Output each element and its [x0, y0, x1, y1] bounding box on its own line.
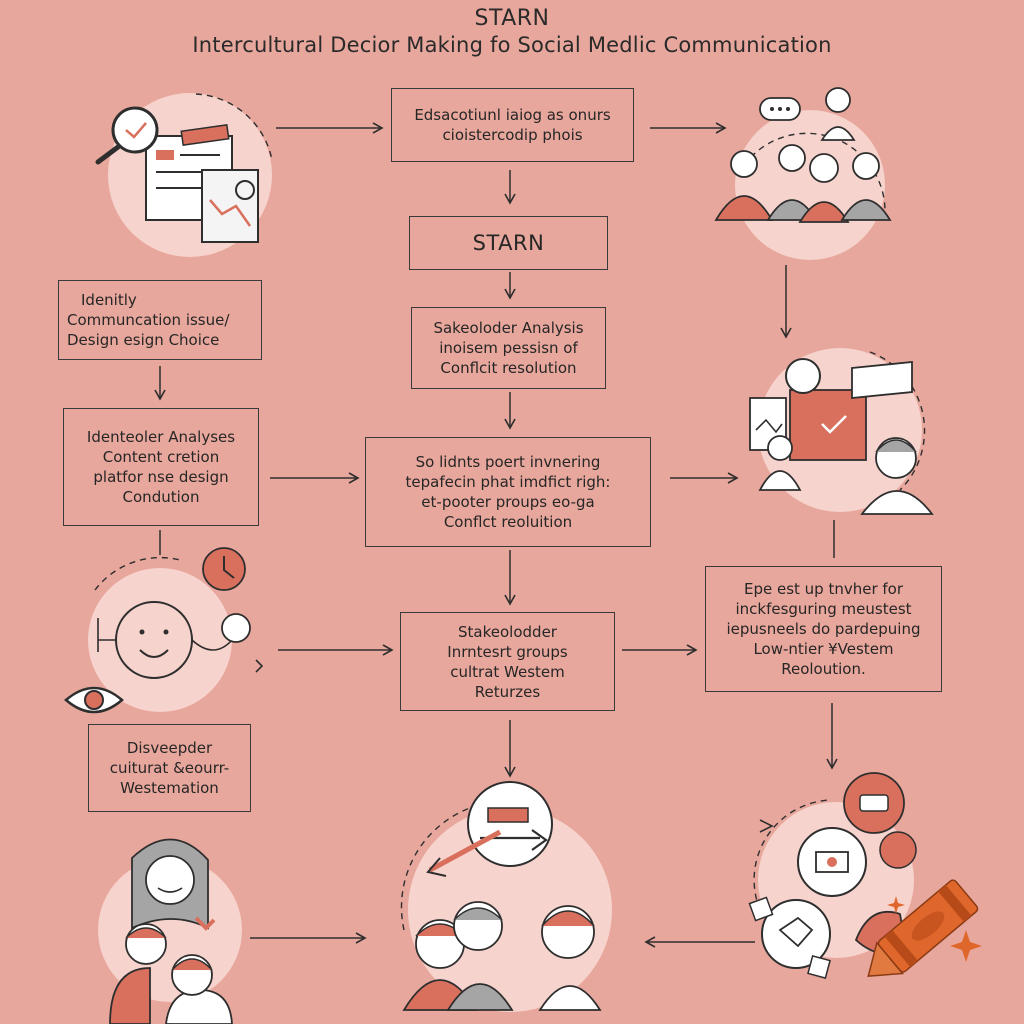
family-icon — [98, 838, 242, 1024]
box-top-center-line-2: cioistercodip phois — [442, 126, 583, 144]
magnifier-checklist-icon — [95, 93, 273, 257]
box-stakeholder-groups-line-4: Returzes — [474, 682, 541, 701]
box-left-analyses-line-4: Condution — [122, 488, 200, 506]
box-starn-label: STARN — [472, 231, 545, 255]
box-stakeholder-analysis-line-3: Conflcit resolution — [440, 359, 577, 377]
box-center-middle-line-4: Conflct reoluition — [443, 513, 573, 531]
box-right-middle-line-4: Low-ntier ¥Vestem — [753, 640, 894, 658]
box-left-analyses: Identeoler Analyses Content cretion plat… — [63, 408, 259, 526]
box-top-center-line-1: Edsacotiunl iaiog as onurs — [414, 106, 611, 124]
box-stakeholder-analysis-line-1: Sakeoloder Analysis — [433, 319, 584, 337]
chat-hands-icon — [748, 772, 917, 979]
box-left-lower-line-2: cuiturat &eourr- — [109, 759, 230, 777]
box-left-analyses-line-2: Content cretion — [102, 448, 220, 466]
box-left-identify: Idenitly Communcation issue/ Design esig… — [58, 280, 262, 360]
box-stakeholder-groups-line-1: Stakeolodder — [458, 622, 557, 641]
box-left-analyses-line-1: Identeoler Analyses — [86, 428, 236, 446]
diagram-title: STARN — [474, 6, 550, 31]
box-center-middle-line-2: tepafecin phat imdfict righ: — [405, 473, 611, 491]
face-network-icon — [88, 556, 264, 712]
box-left-identify-line-3: Design esign Choice — [67, 331, 220, 349]
box-starn: STARN — [409, 216, 608, 270]
box-right-middle-line-2: inckfesguring meustest — [735, 600, 912, 618]
box-stakeholder-groups: Stakeolodder Inrntesrt groups cultrat We… — [400, 612, 615, 711]
sparkle-icon — [950, 930, 982, 962]
box-right-middle-line-3: iepusneels do pardepuing — [726, 620, 921, 638]
diagram-subtitle: Intercultural Decior Making fo Social Me… — [192, 33, 832, 57]
box-center-middle-line-1: So lidnts poert invnering — [415, 453, 601, 471]
sparkle-icon-small — [887, 896, 905, 914]
box-top-center: Edsacotiunl iaiog as onurs cioistercodip… — [391, 88, 634, 162]
box-stakeholder-groups-line-3: cultrat Westem — [450, 662, 565, 681]
box-right-middle-line-1: Epe est up tnvher for — [743, 580, 904, 598]
box-left-lower: Disveepder cuiturat &eourr- Westemation — [88, 724, 251, 812]
box-center-middle: So lidnts poert invnering tepafecin phat… — [365, 437, 651, 547]
box-right-middle: Epe est up tnvher for inckfesguring meus… — [705, 566, 942, 692]
box-right-middle-line-5: Reoloution. — [781, 660, 866, 678]
presentation-people-icon — [749, 348, 934, 515]
arrows-people-icon — [400, 781, 612, 1012]
box-center-middle-line-3: et-pooter proups eo-ga — [421, 493, 595, 511]
clock-icon — [202, 547, 246, 591]
eye-icon — [64, 686, 124, 714]
box-stakeholder-groups-line-2: Inrntesrt groups — [447, 642, 568, 661]
box-left-analyses-line-3: platfor nse design — [93, 468, 229, 486]
box-stakeholder-analysis-line-2: inoisem pessisn of — [439, 339, 578, 357]
box-left-lower-line-3: Westemation — [120, 779, 219, 797]
box-left-lower-line-1: Disveepder — [126, 739, 213, 757]
box-left-identify-line-1: Idenitly — [81, 291, 137, 309]
people-group-icon — [714, 87, 892, 260]
box-stakeholder-analysis: Sakeoloder Analysis inoisem pessisn of C… — [411, 307, 606, 389]
crayon-icon — [867, 879, 979, 977]
box-left-identify-line-2: Communcation issue/ — [67, 311, 230, 329]
